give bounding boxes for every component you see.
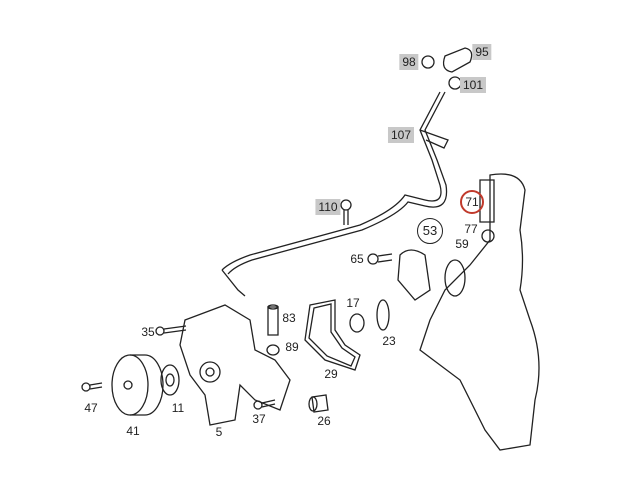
part-label-11[interactable]: 11 xyxy=(171,401,185,415)
part-label-23[interactable]: 23 xyxy=(382,334,396,348)
part-label-95[interactable]: 95 xyxy=(472,44,492,60)
part-label-35[interactable]: 35 xyxy=(141,325,155,339)
bolt-110 xyxy=(340,199,352,225)
coolant-pipe-107 xyxy=(221,91,449,297)
part-label-5[interactable]: 5 xyxy=(215,425,223,439)
bushing-26 xyxy=(308,394,329,413)
clamp-98 xyxy=(421,55,435,69)
part-label-29[interactable]: 29 xyxy=(324,367,338,381)
part-label-53[interactable]: 53 xyxy=(417,218,443,244)
part-label-101[interactable]: 101 xyxy=(459,77,487,93)
part-label-71-highlighted[interactable]: 71 xyxy=(460,190,484,214)
part-label-77[interactable]: 77 xyxy=(464,222,478,236)
pulley-41 xyxy=(111,354,164,416)
part-label-26[interactable]: 26 xyxy=(317,414,331,428)
part-label-110[interactable]: 110 xyxy=(315,199,341,215)
sleeve-89 xyxy=(266,344,280,356)
part-label-17[interactable]: 17 xyxy=(346,296,360,310)
part-label-83[interactable]: 83 xyxy=(282,311,296,325)
part-label-41[interactable]: 41 xyxy=(126,424,140,438)
engine-block xyxy=(397,173,540,451)
sleeve-83 xyxy=(267,304,279,336)
part-label-107[interactable]: 107 xyxy=(387,127,415,143)
bolt-37 xyxy=(253,399,276,410)
part-label-65[interactable]: 65 xyxy=(350,252,364,266)
bolt-65 xyxy=(367,253,393,265)
part-label-47[interactable]: 47 xyxy=(84,401,98,415)
plug-17 xyxy=(349,313,365,333)
part-label-59[interactable]: 59 xyxy=(455,237,469,251)
impeller-23 xyxy=(376,299,390,331)
hose-95 xyxy=(442,47,473,73)
hub-11 xyxy=(160,364,180,396)
part-label-89[interactable]: 89 xyxy=(285,340,299,354)
gasket-29 xyxy=(304,299,361,371)
bolt-47 xyxy=(81,382,103,392)
part-label-98[interactable]: 98 xyxy=(399,54,419,70)
part-label-37[interactable]: 37 xyxy=(252,412,266,426)
water-pump-5 xyxy=(179,304,291,426)
bolt-35 xyxy=(155,325,187,336)
